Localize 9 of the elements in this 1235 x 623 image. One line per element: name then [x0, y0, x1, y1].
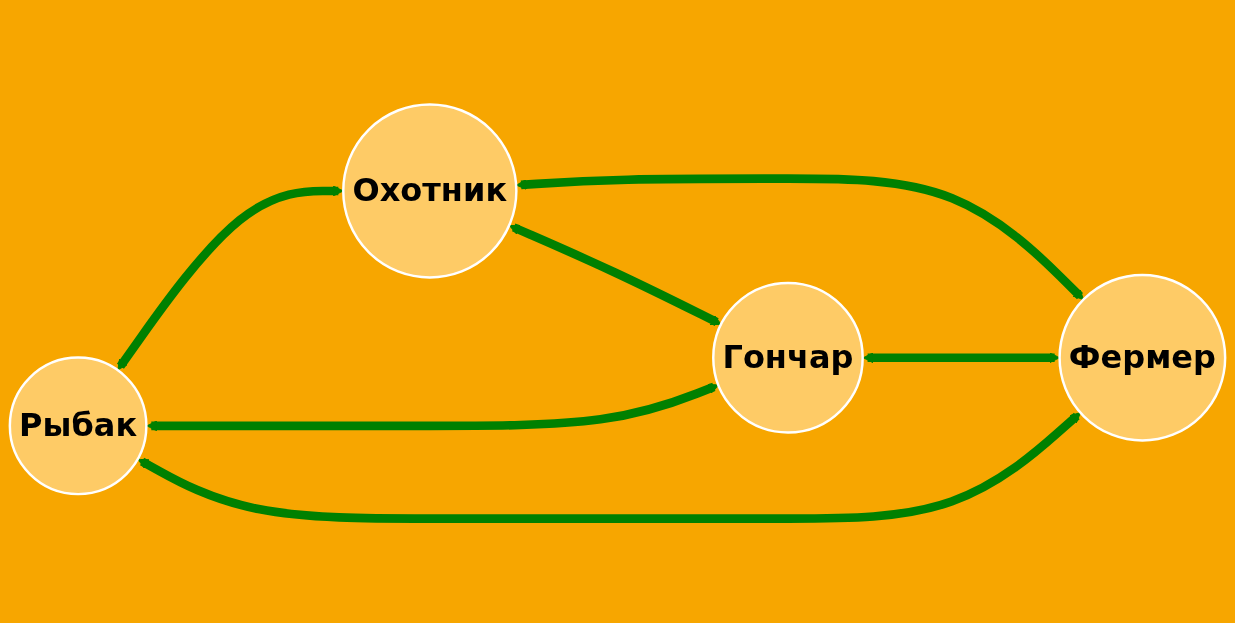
arrow: [516, 174, 1084, 301]
node-circle: Рыбак: [8, 356, 148, 496]
node-circle: Охотник: [342, 103, 518, 279]
arrow: [146, 382, 719, 432]
node-circle: Фермер: [1058, 273, 1227, 442]
arrow: [509, 223, 722, 327]
node-circle: Гончар: [712, 281, 864, 434]
arrow: [137, 412, 1081, 523]
arrow: [116, 185, 344, 371]
